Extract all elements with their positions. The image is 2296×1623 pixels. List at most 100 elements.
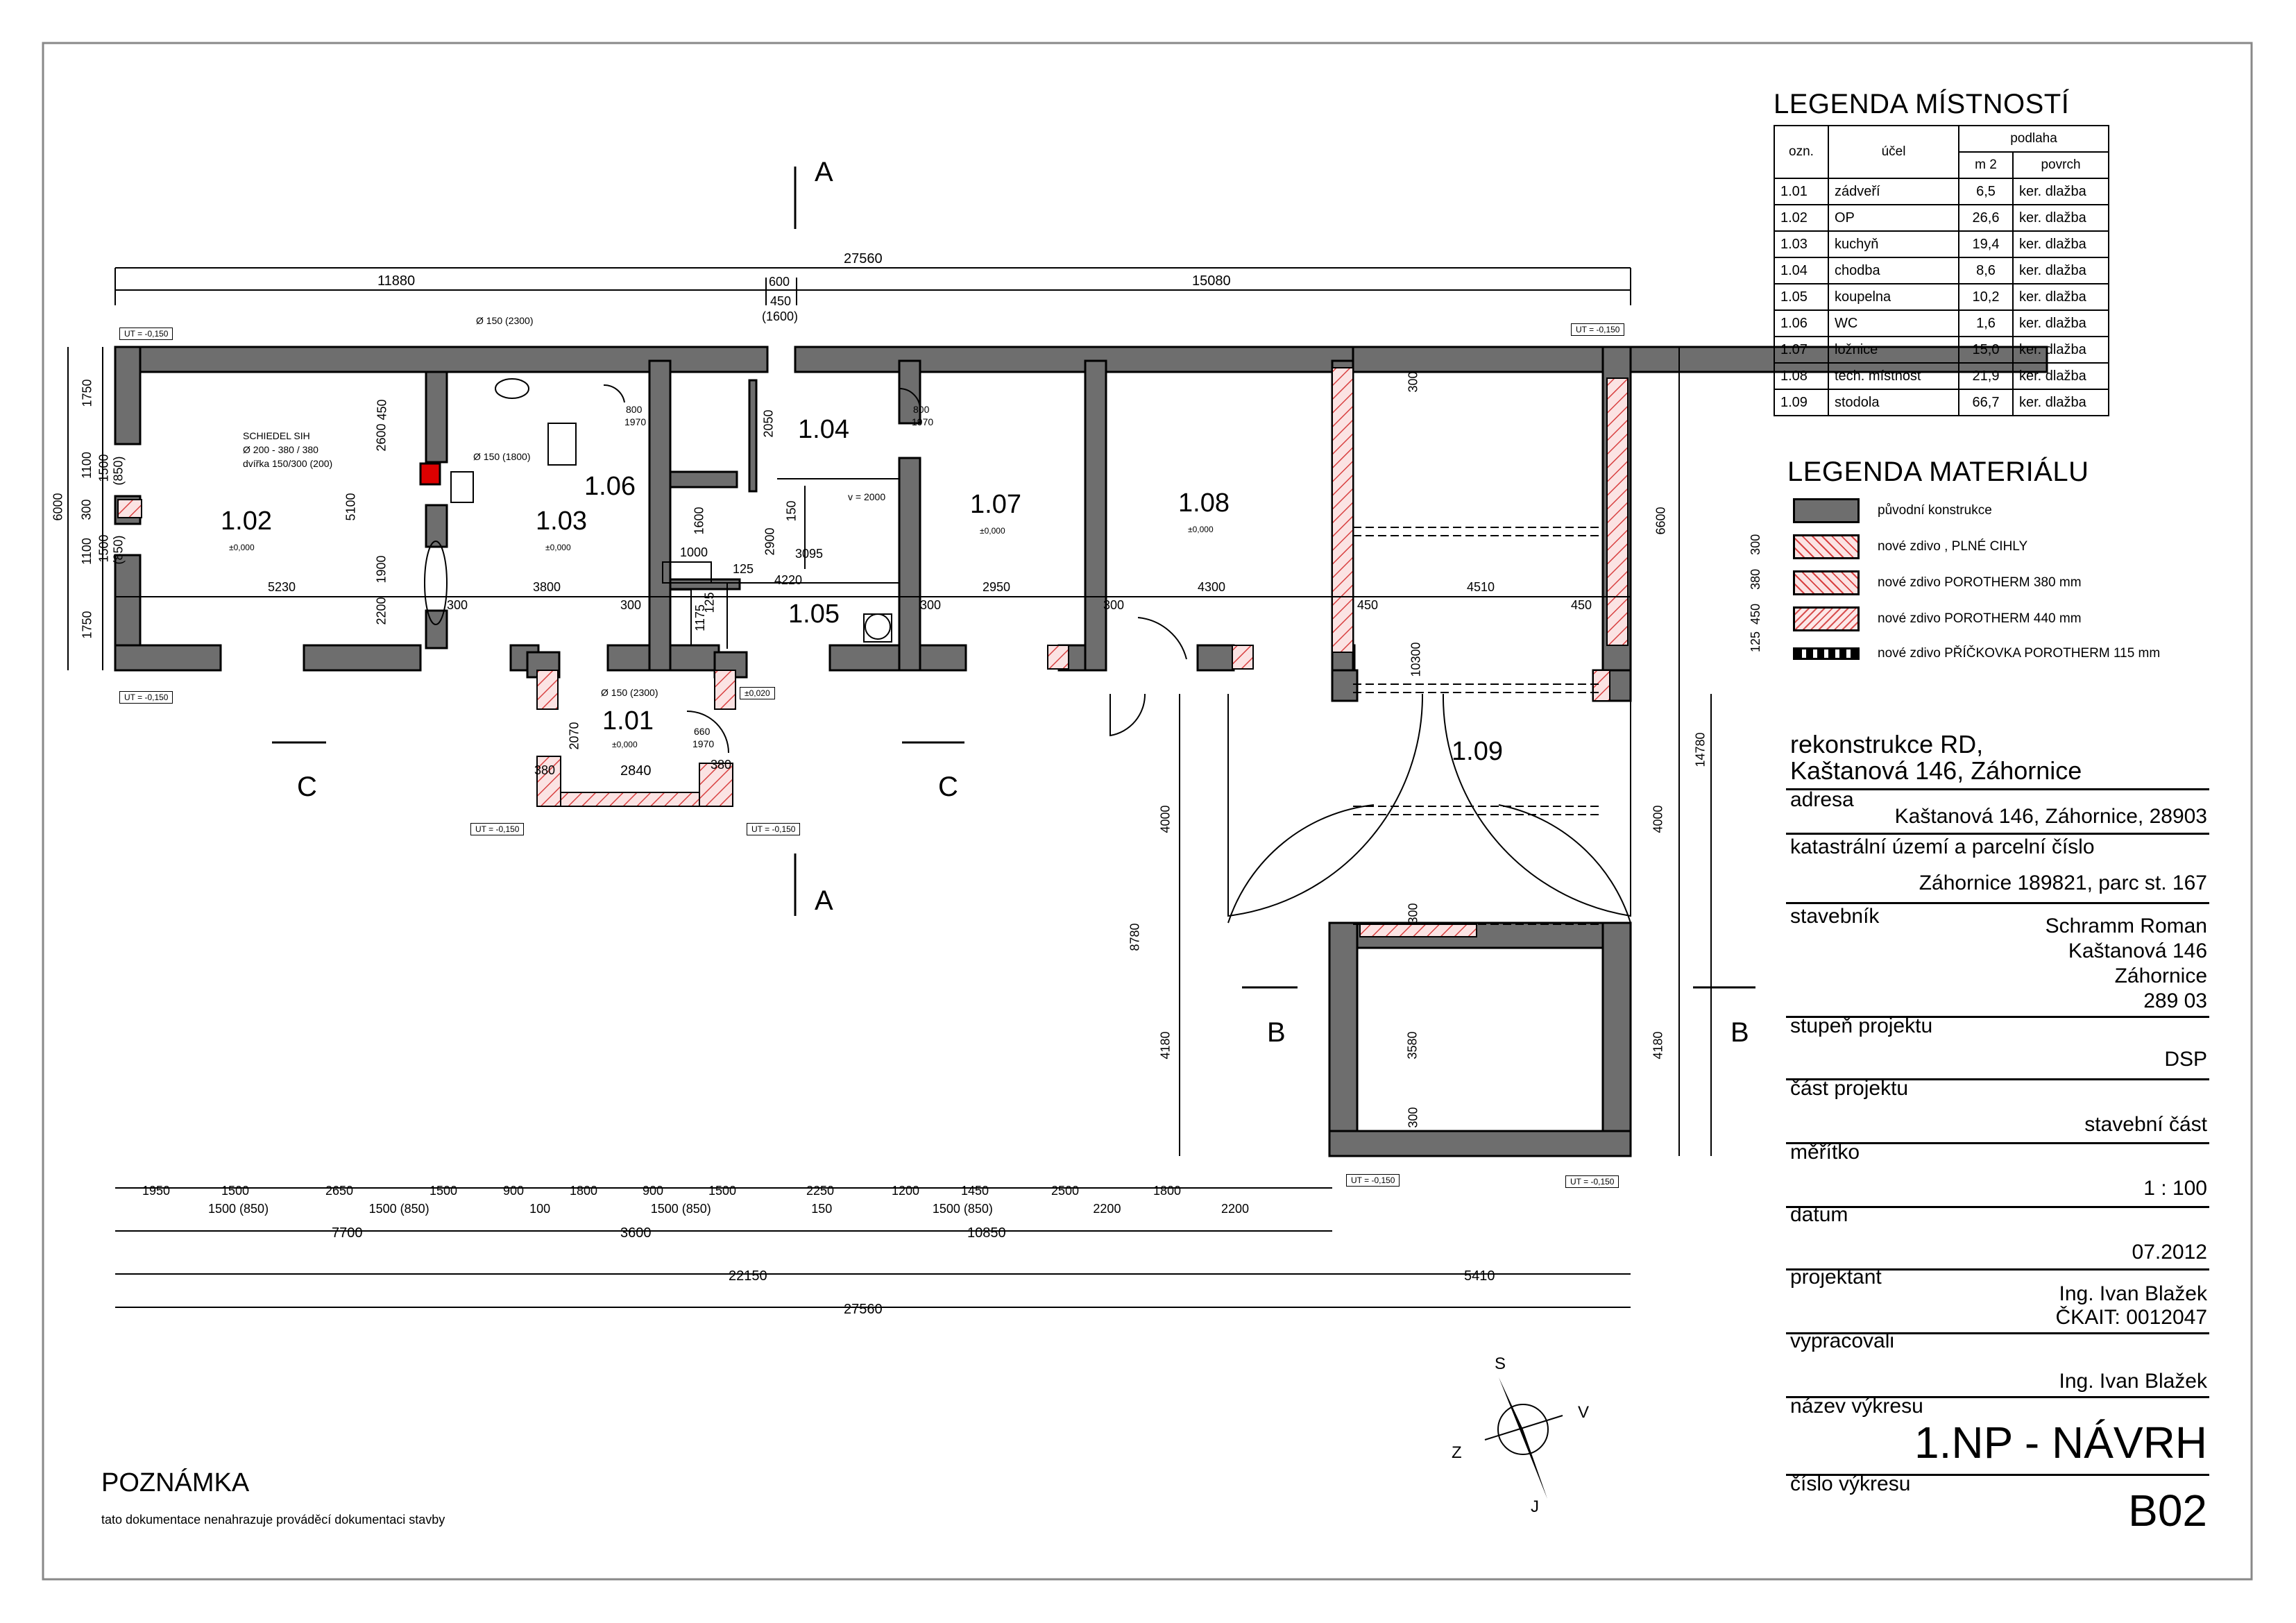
pipe-label: Ø 150 (1800) — [473, 451, 531, 462]
section-markers — [272, 167, 1755, 989]
dimension-lines — [67, 267, 1712, 1308]
dim-left-1500: 1500 — [96, 534, 111, 563]
datum-label: datum — [1790, 1203, 1848, 1226]
room-104: 1.04 — [798, 415, 849, 444]
projektant-1: Ing. Ivan Blažek — [2059, 1282, 2207, 1305]
dim-total-bottom: 27560 — [844, 1302, 883, 1317]
room-legend-cell-ucel: stodola — [1828, 389, 1959, 416]
col-ucel: účel — [1828, 125, 1959, 179]
dim-left-1100: 1100 — [79, 538, 94, 565]
cast-value: stavební část — [2084, 1113, 2207, 1136]
room-legend-cell-ozn: 1.06 — [1774, 309, 1829, 337]
swatch-porotherm-440 — [1793, 606, 1860, 631]
room-legend-cell-povrch: ker. dlažba — [2012, 178, 2109, 205]
dim-450: 450 — [1571, 598, 1592, 612]
dim-380: 380 — [711, 758, 732, 772]
note-title: POZNÁMKA — [101, 1468, 250, 1497]
height-label: v = 2000 — [848, 491, 886, 502]
dim-4220: 4220 — [774, 573, 803, 587]
projektant-2: ČKAIT: 0012047 — [2055, 1306, 2207, 1329]
room-103: 1.03 — [536, 507, 587, 536]
stavebnik-3: Záhornice — [2114, 965, 2207, 987]
dim-bottom: 1800 — [1153, 1184, 1182, 1198]
dim-right-6600: 6600 — [1653, 507, 1668, 535]
dim-bottom: 1500 — [221, 1184, 250, 1198]
dim-1600-v: 1600 — [692, 507, 706, 535]
dim-300-v: 300 — [1406, 903, 1420, 924]
room-108: 1.08 — [1178, 488, 1230, 518]
dim-2840: 2840 — [620, 763, 652, 779]
project-title: rekonstrukce RD, — [1790, 730, 1984, 758]
section-c-right: C — [938, 772, 958, 802]
dim-3095: 3095 — [795, 547, 824, 561]
dim-bottom-secondary: 1500 (850) — [208, 1202, 269, 1216]
door-width: 800 — [913, 404, 930, 415]
room-level: ±0,000 — [612, 740, 638, 749]
room-level: ±0,000 — [545, 543, 571, 552]
room-109: 1.09 — [1452, 737, 1503, 766]
room-legend-cell-ucel: OP — [1828, 204, 1959, 232]
door-height: 1970 — [912, 416, 934, 427]
dim-3580-v: 3580 — [1405, 1031, 1420, 1060]
swatch-original — [1793, 498, 1860, 523]
stavebnik-4: 289 03 — [2143, 989, 2207, 1012]
room-legend-cell-ucel: tech. místnost — [1828, 362, 1959, 390]
col-m2: m 2 — [1958, 151, 2014, 179]
section-a-bottom: A — [815, 885, 833, 916]
materials-legend-title: LEGENDA MATERIÁLU — [1787, 457, 2089, 487]
vypracovali-label: vypracovali — [1790, 1329, 1895, 1352]
cislo-label: číslo výkresu — [1790, 1472, 1911, 1495]
dim-bottom: 900 — [502, 1184, 525, 1198]
compass-rose — [1484, 1377, 1563, 1499]
ut-mark: UT = -0,150 — [1565, 1175, 1619, 1188]
room-legend-cell-ucel: zádveří — [1828, 178, 1959, 205]
material-row: nové zdivo POROTHERM 380 mm — [1793, 569, 2082, 597]
section-c-left: C — [297, 772, 317, 802]
swatch-brick — [1793, 534, 1860, 559]
dim-10300-v: 10300 — [1409, 642, 1423, 677]
room-legend-cell-ozn: 1.05 — [1774, 283, 1829, 311]
room-legend-cell-m2: 21,9 — [1958, 362, 2014, 390]
dim-left-1750: 1750 — [80, 379, 94, 407]
dim-left-1100: 1100 — [79, 452, 94, 479]
sheet-border — [42, 42, 2253, 1581]
dim-bottom-secondary: 2200 — [1221, 1202, 1249, 1216]
dim-125-v: 125 — [702, 592, 717, 613]
room-level: ±0,000 — [980, 526, 1005, 536]
dim-2900-v: 2900 — [763, 527, 777, 556]
dim-2070-v: 2070 — [567, 722, 581, 750]
compass-v: V — [1578, 1403, 1590, 1422]
dim-1000: 1000 — [680, 545, 708, 559]
swatch-porotherm-380 — [1793, 570, 1860, 595]
dim-1900-v: 1900 — [374, 555, 389, 584]
section-a-top: A — [815, 157, 833, 187]
dim-600: 600 — [769, 275, 790, 289]
dim-bottom: 1800 — [569, 1184, 598, 1198]
dim-300: 300 — [1103, 598, 1125, 612]
room-legend-cell-ucel: ložnice — [1828, 336, 1959, 364]
dim-left-4180: 4180 — [1158, 1031, 1173, 1060]
dim-bottom: 2500 — [1051, 1184, 1080, 1198]
material-label: nové zdivo POROTHERM 380 mm — [1878, 575, 2082, 590]
dim-left-6000: 6000 — [51, 493, 65, 521]
dim-450-v: 450 — [375, 399, 389, 420]
ut-mark: UT = -0,150 — [747, 823, 801, 835]
ut-mark: UT = -0,150 — [470, 823, 525, 835]
ut-mark: UT = -0,150 — [1571, 323, 1625, 336]
room-legend-cell-povrch: ker. dlažba — [2012, 230, 2109, 258]
room-level: ±0,000 — [1188, 525, 1214, 534]
dim-300: 300 — [920, 598, 942, 612]
dim-4510: 4510 — [1467, 580, 1495, 594]
katastr-value: Záhornice 189821, parc st. 167 — [1919, 872, 2207, 894]
room-legend-cell-ozn: 1.02 — [1774, 204, 1829, 232]
materials-dims: 125 450 380 300 — [1749, 534, 1762, 652]
note-text: tato dokumentace nenahrazuje prováděcí d… — [101, 1513, 445, 1527]
dim-bottom-secondary: 1500 (850) — [650, 1202, 711, 1216]
